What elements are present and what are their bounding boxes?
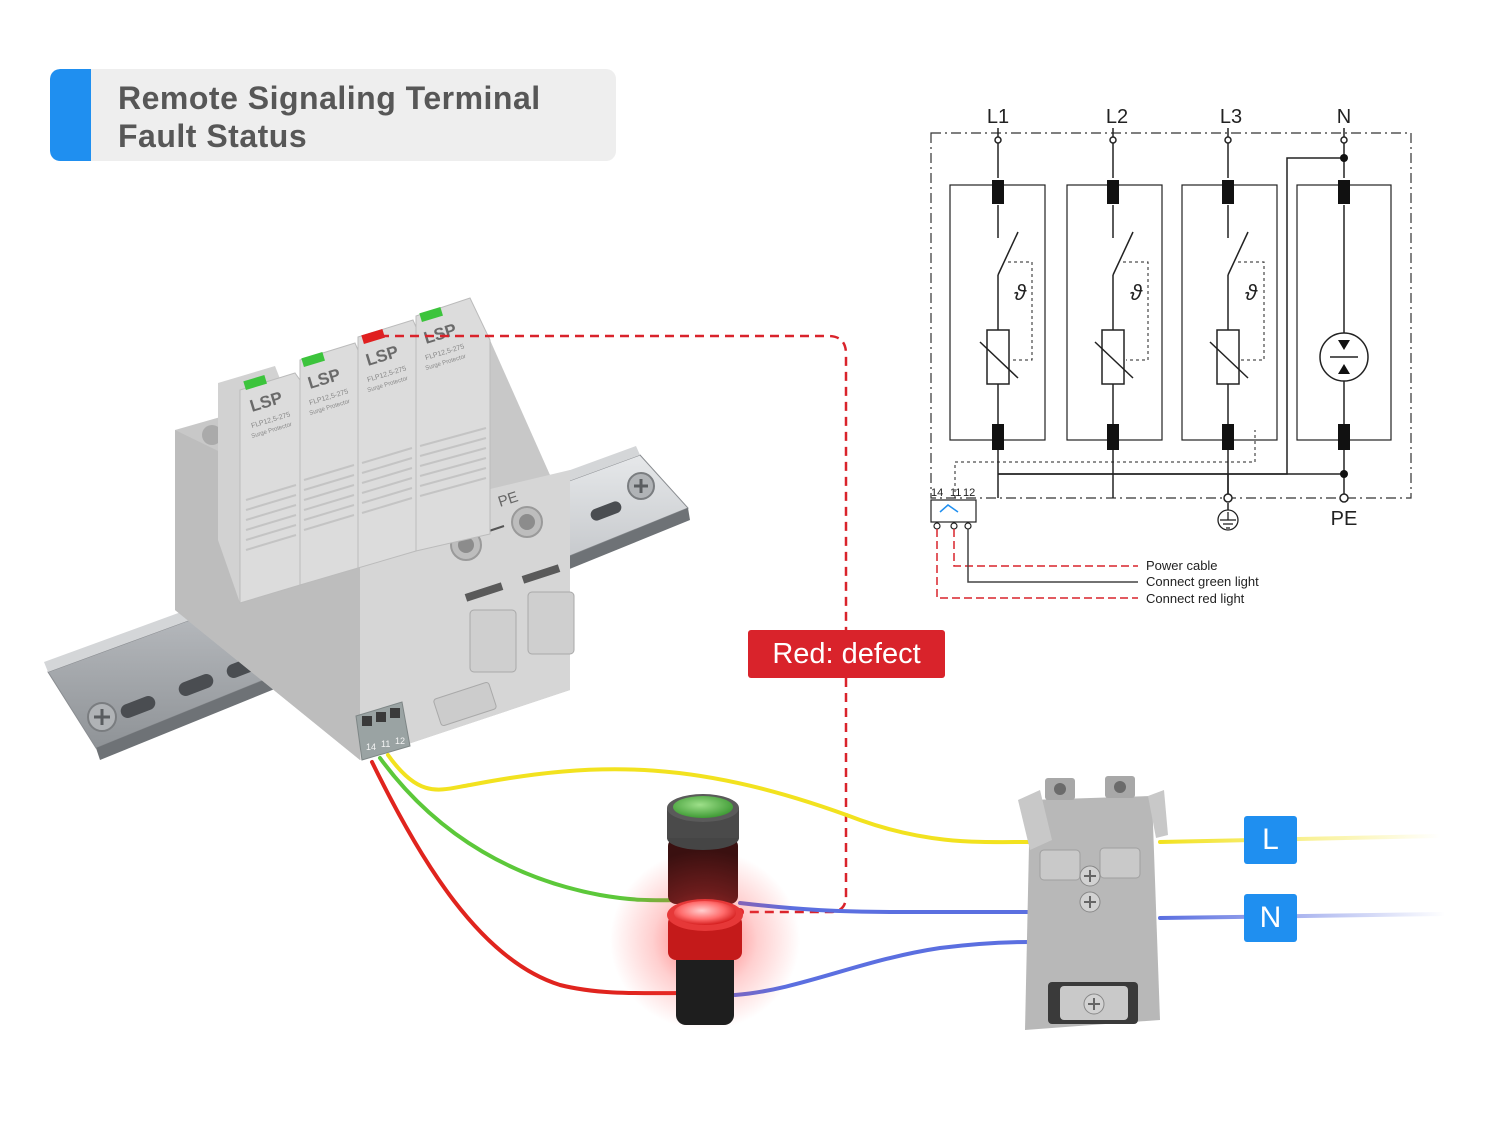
- terminal-12: 12: [395, 736, 405, 746]
- thermal-symbol-1: ϑ: [1014, 280, 1027, 305]
- module-2: LSP FLP12,5-275 Surge Protector: [299, 342, 359, 586]
- thermal-disconnect-icon: ϑ ϑ ϑ: [1014, 280, 1258, 305]
- red-indicator-light: [610, 850, 800, 1030]
- wire-L-out: [1158, 834, 1442, 844]
- status-window-green-1: [243, 374, 267, 390]
- wires: [370, 753, 1447, 997]
- title-accent-bar: [50, 69, 91, 161]
- module-3-defect: LSP FLP12,5-275 Surge Protector: [357, 319, 417, 569]
- ground-icon: [1217, 509, 1239, 531]
- schematic-pe-label: PE: [1331, 508, 1358, 530]
- schematic-terminal-12: 12: [963, 487, 975, 499]
- title-panel: Remote Signaling Terminal Fault Status: [50, 69, 616, 161]
- schematic-terminal-11: 11: [950, 487, 961, 499]
- page-title: Remote Signaling Terminal Fault Status: [118, 79, 541, 155]
- title-line-2: Fault Status: [118, 118, 308, 154]
- legend-red-light: Connect red light: [1146, 591, 1245, 606]
- title-line-1: Remote Signaling Terminal: [118, 80, 541, 116]
- wire-yellow: [386, 753, 1032, 845]
- legend-green-light: Connect green light: [1146, 574, 1259, 589]
- surge-protector-device: PE LSP FLP12,5-275 Surge Protector LSP F…: [175, 297, 575, 761]
- thermal-symbol-3: ϑ: [1245, 280, 1258, 305]
- terminal-badge-N: N: [1244, 894, 1297, 942]
- wiring-schematic: L1 L2 L3 N: [930, 106, 1412, 606]
- terminal-14: 14: [366, 742, 376, 752]
- wire-N-out: [1158, 912, 1447, 920]
- phase-label-L3: L3: [1220, 106, 1242, 128]
- schematic-terminal-14: 14: [931, 487, 943, 499]
- status-window-green-4: [419, 306, 443, 322]
- thermal-symbol-2: ϑ: [1130, 280, 1143, 305]
- phase-label-L1: L1: [987, 106, 1009, 128]
- module-1: LSP FLP12,5-275 Surge Protector: [218, 366, 301, 604]
- terminal-block: [1018, 776, 1168, 1030]
- device-pe-label: PE: [496, 488, 520, 510]
- defect-label: Red: defect: [748, 630, 945, 678]
- phase-label-N: N: [1337, 106, 1351, 128]
- phase-label-L2: L2: [1106, 106, 1128, 128]
- status-window-green-2: [301, 351, 325, 367]
- module-4: LSP FLP12,5-275 Surge Protector: [415, 297, 491, 552]
- terminal-11: 11: [381, 739, 390, 749]
- status-window-red: [361, 328, 385, 344]
- signal-terminal-block: 14 11 12: [355, 701, 411, 761]
- terminal-badge-L: L: [1244, 816, 1297, 864]
- legend-power-cable: Power cable: [1146, 558, 1218, 573]
